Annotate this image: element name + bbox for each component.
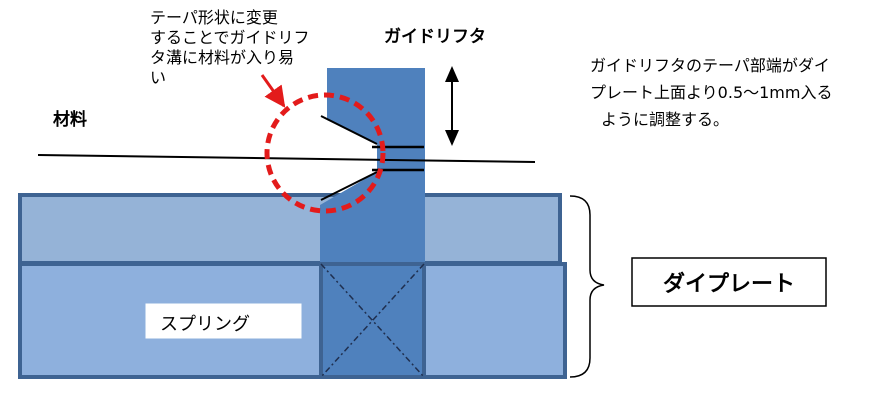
taper-edge-upper <box>320 115 378 145</box>
taper-note-line-1: テーパ形状に変更 <box>150 8 278 27</box>
die-plate-label-box <box>631 257 827 307</box>
spring-cross-b <box>320 263 425 378</box>
die-plate-upper <box>18 193 562 265</box>
arrow-head-down <box>445 130 459 146</box>
spring-cross-a <box>320 263 425 378</box>
guide-lifter <box>320 68 425 263</box>
spring-label-box <box>144 302 303 340</box>
die-plate-label: ダイプレート <box>663 271 795 297</box>
highlight-circle <box>264 92 386 214</box>
taper-note-line-2: することでガイドリフ <box>150 28 310 47</box>
arrow-head-up <box>445 66 459 82</box>
die-plate-brace <box>569 195 605 378</box>
taper-edge-lower <box>320 171 378 201</box>
material-label: 材料 <box>53 109 87 130</box>
adjust-note-line-2: プレート上面より0.5〜1mm入る <box>590 83 832 102</box>
taper-note-line-4: い <box>150 68 166 87</box>
adjust-note-line-1: ガイドリフタのテーパ部端がダイ <box>590 56 830 75</box>
adjust-note-line-3: ように調整する。 <box>601 110 729 129</box>
material-line <box>37 154 536 163</box>
guide-lifter-label: ガイドリフタ <box>384 27 486 47</box>
taper-note-line-3: タ溝に材料が入り易 <box>150 48 294 67</box>
spring-label: スプリング <box>160 314 250 335</box>
red-pointer-arrow <box>260 74 286 108</box>
